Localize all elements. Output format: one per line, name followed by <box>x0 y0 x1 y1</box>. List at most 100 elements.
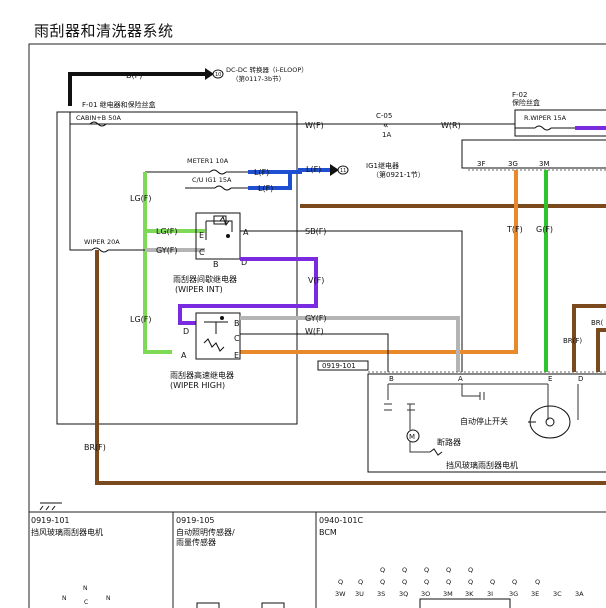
label-wr: W(R) <box>441 121 461 130</box>
ground-icon <box>39 502 62 511</box>
fuse-cabin-icon <box>89 121 107 127</box>
label-vf: V(F) <box>308 276 324 285</box>
label-brf2: BR(F) <box>563 337 582 345</box>
wire-lf-meter <box>248 168 330 174</box>
fusebox-f02-outline <box>514 109 606 137</box>
connector-11-badge <box>337 165 349 175</box>
label-ig1-1: IG1继电器 <box>366 161 399 170</box>
wire-wiper <box>69 124 145 251</box>
wire-sb <box>240 230 463 372</box>
relay-int-name: 雨刮器间歇继电器 <box>173 274 237 284</box>
bcm-q-mid-0: Q <box>338 578 343 586</box>
bcm-q-mid-6: Q <box>468 578 473 586</box>
bcm-q-mid-8: Q <box>512 578 517 586</box>
bcm-pin-3Q: 3Q <box>399 590 408 598</box>
legend-motor-n3: N <box>106 595 111 602</box>
relay-int-contact <box>226 234 230 238</box>
relay-high-pin-b: B <box>234 319 240 328</box>
legend-sensor-connector-a <box>196 602 220 608</box>
label-c05: C-05 <box>376 112 392 120</box>
wire-gy2 <box>240 316 460 372</box>
bcm-box <box>461 139 606 169</box>
connector-arrow-ig1 <box>330 164 339 176</box>
motor-name: 挡风玻璃雨刮器电机 <box>446 460 518 470</box>
label-tf: T(F) <box>506 225 523 234</box>
relay-int-pin-e: E <box>199 231 204 240</box>
motor-pin-a: A <box>458 375 463 383</box>
label-lf1: L(F) <box>254 168 269 177</box>
wire-wf2 <box>240 333 389 372</box>
motor-symbol-icon <box>406 429 420 443</box>
fuse-cu-icon <box>214 185 232 191</box>
label-conn10: 10 <box>215 72 221 78</box>
fuse-wiper-icon <box>91 247 109 253</box>
legend-motor-n1: N <box>83 585 88 592</box>
motor-pin-e: E <box>548 375 552 383</box>
legend-col2-name2: 雨量传感器 <box>176 537 216 547</box>
label-c05-pin: 1A <box>382 131 391 139</box>
wire-vf <box>178 257 318 325</box>
connector-10-badge <box>212 69 224 79</box>
fuse-meter-label: METER1 10A <box>187 157 229 165</box>
label-dcdc-2: （第0117-3b节） <box>232 74 285 83</box>
legend-col1-name: 挡风玻璃雨刮器电机 <box>31 527 103 537</box>
legend-col3-id: 0940-101C <box>319 516 364 525</box>
relay-high-pin-d: D <box>183 327 189 336</box>
breaker-icon <box>429 448 443 456</box>
bcm-q-top-0: Q <box>380 566 385 574</box>
bcm-q-mid-9: Q <box>535 578 540 586</box>
motor-connector-tag <box>317 360 369 371</box>
wire-lf-cu <box>248 172 292 190</box>
bcm-q-mid-3: Q <box>402 578 407 586</box>
legend-col2-id: 0919-105 <box>176 516 215 525</box>
relay-high-box <box>195 312 241 360</box>
legend-sensor-connector-b <box>261 602 285 608</box>
relay-high-pin-e: E <box>234 351 239 360</box>
connector-arrow-dcdc <box>205 68 214 80</box>
label-lf3: L(F) <box>258 184 273 193</box>
relay-high-pin-a: A <box>181 351 187 360</box>
bcm-pin-3A: 3A <box>575 590 584 598</box>
label-wf2: W(F) <box>305 327 324 336</box>
motor-wire-down <box>409 404 430 453</box>
fusebox-f01-title: F-01 继电器和保险丝盒 <box>82 100 156 109</box>
bcm-q-mid-1: Q <box>358 578 363 586</box>
fuse-wiper-label: WIPER 20A <box>84 238 120 246</box>
breaker-label: 断路器 <box>437 437 461 447</box>
auto-stop-cam-hub <box>545 417 555 427</box>
legend-dividers <box>172 512 317 608</box>
label-gy2: GY(F) <box>305 314 327 323</box>
fuse-cu-label: C/U IG1 15A <box>192 176 232 184</box>
bcm-pin-3m: 3M <box>539 160 550 168</box>
bcm-q-top-3: Q <box>446 566 451 574</box>
bcm-pin-3O: 3O <box>421 590 430 598</box>
relay-high-name: 雨刮器高速继电器 <box>170 370 234 380</box>
relay-int-pin-c: C <box>199 248 205 257</box>
bcm-pin-3M: 3M <box>443 590 453 598</box>
legend-motor-n2: N <box>62 595 67 602</box>
label-dcdc-1: DC-DC 转换器（i-ELOOP） <box>226 65 308 74</box>
fusebox-f02-title: 保险丝盒 <box>512 98 540 107</box>
fuse-cabin-label: CABIN+B 50A <box>76 114 121 122</box>
bcm-pin-3S: 3S <box>377 590 385 598</box>
motor-internal-wires <box>387 383 579 420</box>
fuse-rwiper-label: R.WIPER 15A <box>524 114 567 122</box>
relay-high-coil-icon <box>203 321 228 352</box>
bcm-q-mid-5: Q <box>446 578 451 586</box>
bcm-pin-3C: 3C <box>553 590 562 598</box>
legend-motor-c: C <box>84 599 88 606</box>
motor-connector-id: 0919-101 <box>322 362 356 370</box>
motor-box <box>367 373 606 473</box>
label-conn11: 11 <box>340 168 346 174</box>
wire-bf <box>68 72 205 106</box>
label-lg3: LG(F) <box>130 315 152 324</box>
bcm-pin-3I: 3I <box>487 590 493 598</box>
fuse-rwiper-icon <box>534 125 552 131</box>
relay-high-pin-c: C <box>234 334 240 343</box>
label-lg1: LG(F) <box>130 194 152 203</box>
wire-tf <box>240 170 518 354</box>
bcm-pin-3g: 3G <box>508 160 518 168</box>
motor-pin-b: B <box>389 375 394 383</box>
fuse-meter-icon <box>209 169 227 175</box>
